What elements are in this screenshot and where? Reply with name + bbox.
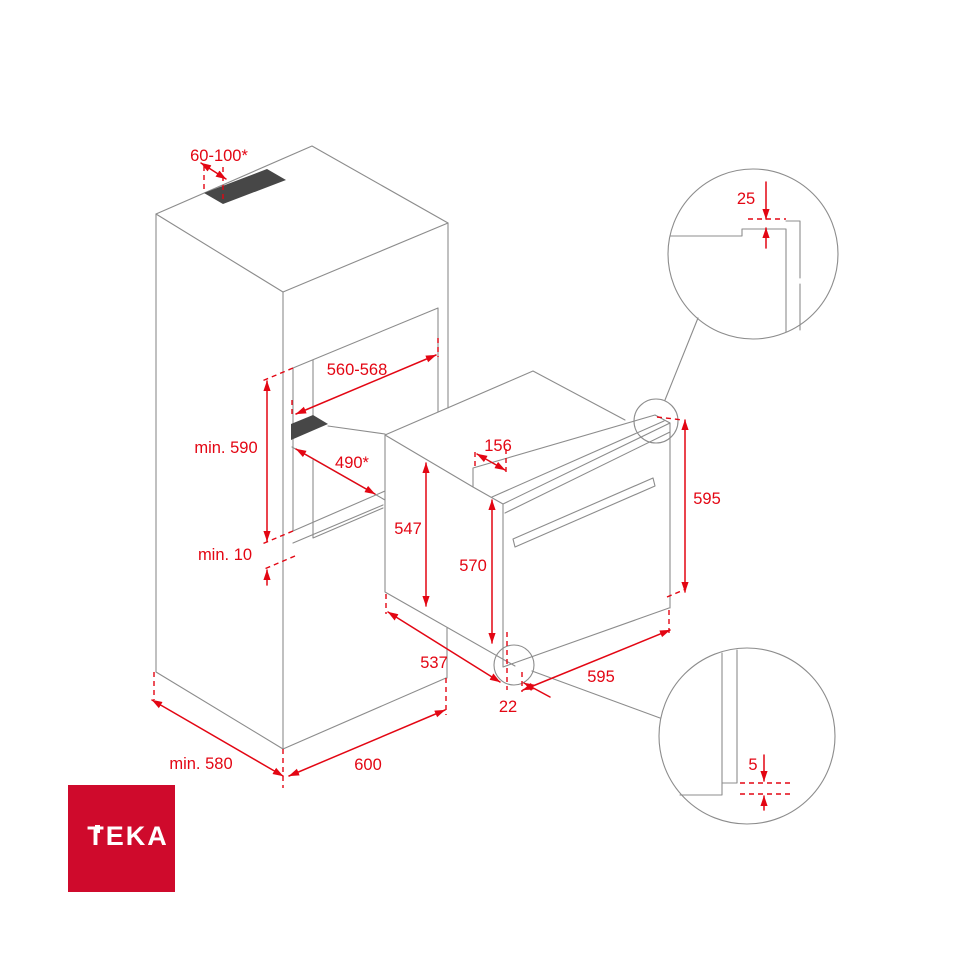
- dim-label-frame-offset: 22: [499, 698, 517, 716]
- dim-label-top-vent: 60-100*: [190, 147, 248, 165]
- cabinet-top-vent-patch: [204, 169, 286, 204]
- oven-door-handle: [512, 477, 656, 548]
- dimension-lines: [151, 162, 792, 811]
- detail-view-bottom-gap: [658, 647, 836, 825]
- dim-label-cabinet-depth: min. 580: [169, 755, 232, 773]
- dim-label-top-recess: 156: [484, 437, 512, 455]
- teka-logo-background: [68, 785, 175, 892]
- dim-label-detail-bottom-gap: 5: [748, 756, 757, 774]
- dim-label-oven-width: 595: [587, 668, 615, 686]
- dim-label-body-height: 547: [394, 520, 422, 538]
- detail-marker-top-circle: [633, 398, 679, 444]
- dim-label-oven-height: 595: [693, 490, 721, 508]
- teka-logo: TEKA: [68, 785, 175, 892]
- dim-label-oven-depth: 537: [420, 654, 448, 672]
- dim-label-shelf-vent-depth: 490*: [335, 454, 370, 472]
- dim-label-opening-width: 560-568: [327, 361, 388, 379]
- teka-logo-mark: [95, 825, 100, 833]
- dim-label-front-inner-height: 570: [459, 557, 487, 575]
- dim-label-opening-height: min. 590: [194, 439, 257, 457]
- oven-outline: [384, 370, 671, 668]
- detail-view-markers: [493, 317, 699, 719]
- dim-label-cabinet-width: 600: [354, 756, 382, 774]
- niche-shelf-vent-patch: [291, 415, 328, 440]
- dim-label-bottom-clearance: min. 10: [198, 546, 252, 564]
- dim-label-detail-top-overlap: 25: [737, 190, 755, 208]
- detail-view-top-overlap: [667, 168, 839, 340]
- detail-leader-lines: [531, 317, 699, 719]
- teka-logo-text: TEKA: [87, 821, 169, 851]
